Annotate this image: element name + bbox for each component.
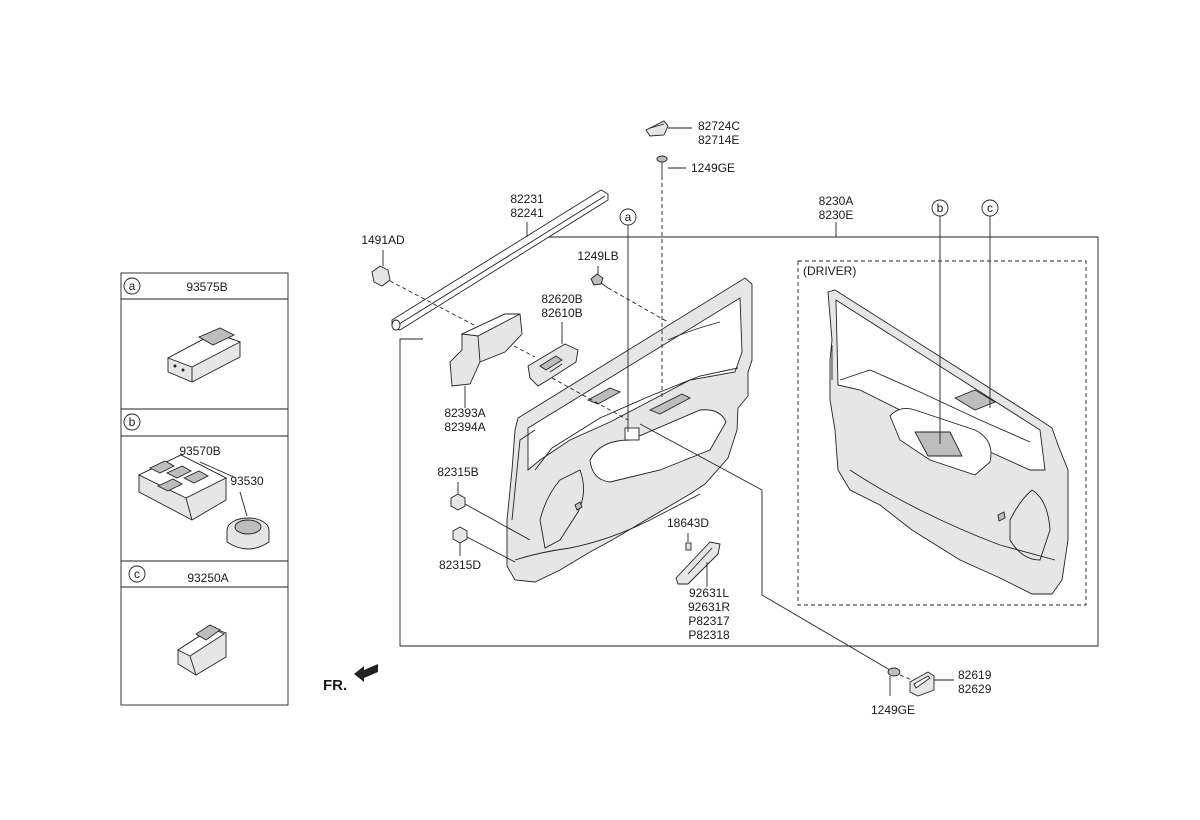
door-pad-82393a — [449, 313, 523, 387]
label-82620b: 82620B — [541, 292, 582, 306]
screw-1249ge-top-icon — [656, 155, 668, 176]
clip-82315d-icon — [452, 526, 468, 544]
label-82610b: 82610B — [541, 306, 582, 320]
label-92631r: 92631R — [688, 600, 730, 614]
screw-1249ge-bottom-icon — [887, 667, 901, 696]
label-8230a: 8230A — [819, 194, 854, 208]
legend-part-number-a: 93575B — [186, 280, 227, 294]
legend-callout-a-letter: a — [129, 279, 136, 293]
label-82714e: 82714E — [698, 133, 739, 147]
label-p82317: P82317 — [688, 614, 730, 628]
label-1249ge-top: 1249GE — [691, 161, 735, 175]
legend-callout-b-letter: b — [129, 415, 136, 429]
passenger-switch-icon — [177, 624, 227, 676]
label-p82318: P82318 — [688, 628, 730, 642]
label-82315d: 82315D — [439, 558, 481, 572]
front-arrow-icon — [354, 664, 378, 682]
legend-part-number-c: 93250A — [187, 571, 228, 585]
clip-1491ad-icon — [371, 265, 391, 287]
label-82315b: 82315B — [437, 465, 478, 479]
label-82393a: 82393A — [444, 406, 485, 420]
legend-callout-c — [128, 565, 146, 583]
label-1249lb: 1249LB — [577, 249, 618, 263]
label-1249ge-bottom: 1249GE — [871, 703, 915, 717]
assembly-outline: 8230A 8230E — [399, 194, 1099, 647]
label-1491ad: 1491AD — [361, 233, 405, 247]
label-82241: 82241 — [510, 206, 544, 220]
door-trim-panel-passenger — [506, 277, 753, 583]
legend-panel: a 93575B b 93570B 93530 c 93250A — [120, 272, 289, 706]
callout-a-main-letter: a — [625, 210, 632, 224]
legend-callout-a — [123, 277, 141, 295]
label-82724c: 82724C — [698, 119, 740, 133]
mirror-switch-icon — [226, 491, 270, 550]
label-82231: 82231 — [510, 192, 544, 206]
driver-variant-box — [797, 260, 1087, 606]
callout-b-driver-letter: b — [937, 201, 944, 215]
cover-82619-icon — [909, 671, 935, 697]
door-trim-panel-driver — [827, 289, 1069, 595]
label-82619: 82619 — [958, 668, 992, 682]
label-82629: 82629 — [958, 682, 992, 696]
courtesy-lamp-92631l-icon — [675, 541, 721, 585]
label-driver: (DRIVER) — [803, 264, 856, 278]
front-direction-label: FR. — [323, 677, 347, 694]
label-82394a: 82394A — [444, 420, 485, 434]
legend-callout-b — [123, 413, 141, 431]
legend-callout-c-letter: c — [134, 567, 140, 581]
callout-c-driver-letter: c — [987, 201, 993, 215]
label-8230e: 8230E — [819, 208, 854, 222]
label-18643d: 18643D — [667, 516, 709, 530]
legend-part-number-b-side: 93530 — [230, 474, 264, 488]
cover-82724c-icon — [645, 120, 669, 137]
label-92631l: 92631L — [689, 586, 729, 600]
screw-1249lb-icon — [590, 273, 609, 289]
bulb-18643d-icon — [685, 542, 692, 551]
weatherstrip-part — [391, 189, 609, 331]
handle-bracket-82620b — [527, 343, 579, 387]
window-switch-icon — [166, 327, 242, 383]
clip-82315b-icon — [450, 493, 466, 511]
master-switch-icon — [137, 454, 237, 521]
legend-part-number-b-main: 93570B — [179, 444, 220, 458]
